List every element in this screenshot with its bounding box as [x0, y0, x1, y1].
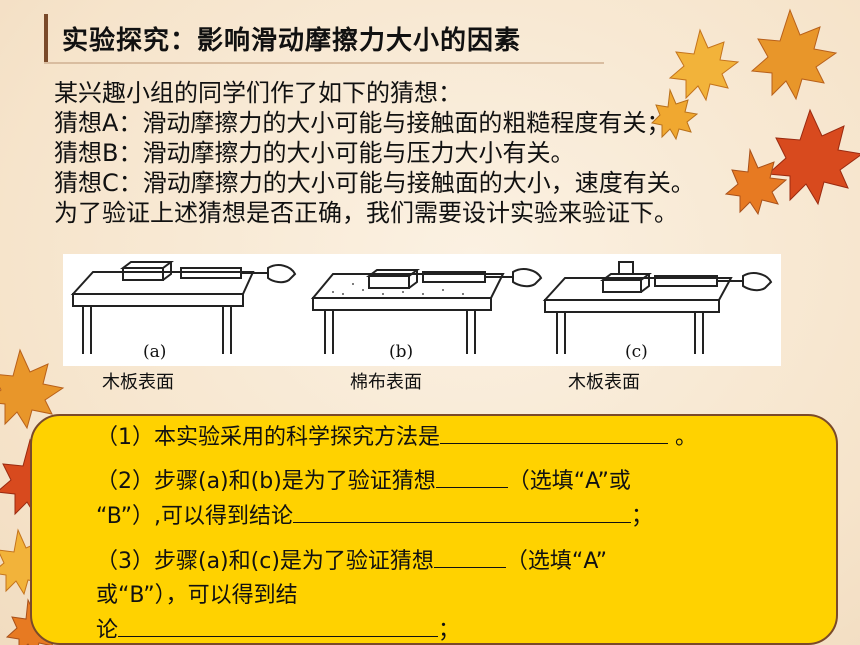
setup-c [542, 261, 773, 354]
experiment-illustration: (a) (b) (c) [63, 254, 781, 366]
question-3-text-4: 论 [96, 618, 119, 643]
figure-label-c: (c) [625, 342, 648, 362]
hypothesis-a: 猜想A：滑动摩擦力的大小可能与接触面的粗糙程度有关； [54, 109, 671, 137]
question-2-text-2: （选填“A”或 [507, 469, 631, 494]
title-underline [44, 62, 604, 64]
figure-label-b: (b) [389, 342, 414, 362]
question-2-end: ； [631, 504, 654, 529]
setup-b [310, 268, 543, 354]
setup-a [70, 261, 297, 354]
question-3: （3）步骤(a)和(c)是为了验证猜想 （选填“A” 或“B”），可以得到结 论 ； [96, 544, 816, 643]
hypothesis-b: 猜想B：滑动摩擦力的大小可能与压力大小有关。 [54, 139, 575, 167]
question-1-blank[interactable] [440, 420, 668, 444]
question-panel: （1）本实验采用的科学探究方法是 。 （2）步骤(a)和(b)是为了验证猜想 （选… [30, 414, 838, 645]
question-2-text-1: （2）步骤(a)和(b)是为了验证猜想 [96, 469, 436, 494]
caption-c: 木板表面 [568, 372, 640, 393]
question-2-blank-conclusion[interactable] [293, 499, 632, 523]
caption-b: 棉布表面 [350, 372, 422, 393]
question-2-text-3: “B”）,可以得到结论 [96, 504, 294, 529]
question-2: （2）步骤(a)和(b)是为了验证猜想 （选填“A”或 “B”）,可以得到结论 ； [96, 464, 816, 534]
question-3-blank-conclusion[interactable] [118, 613, 439, 637]
question-3-text-2: （选填“A” [505, 549, 608, 574]
question-1-text: （1）本实验采用的科学探究方法是 [96, 425, 440, 450]
hypothesis-c: 猜想C：滑动摩擦力的大小可能与接触面的大小，速度有关。 [54, 169, 695, 197]
question-2-blank-hypothesis[interactable] [435, 464, 508, 488]
question-3-text-1: （3）步骤(a)和(c)是为了验证猜想 [96, 549, 434, 574]
figure-label-a: (a) [143, 342, 167, 362]
question-1: （1）本实验采用的科学探究方法是 。 [96, 420, 816, 455]
question-3-blank-hypothesis[interactable] [433, 544, 506, 568]
slide-title: 实验探究：影响滑动摩擦力大小的因素 [62, 26, 522, 56]
caption-a: 木板表面 [102, 372, 174, 393]
question-3-end: ； [438, 618, 461, 643]
intro-conclusion: 为了验证上述猜想是否正确，我们需要设计实验来验证下。 [54, 199, 678, 227]
intro-line: 某兴趣小组的同学们作了如下的猜想： [54, 79, 462, 107]
hypothesis-text-block: 某兴趣小组的同学们作了如下的猜想： 猜想A：滑动摩擦力的大小可能与接触面的粗糙程… [54, 78, 844, 228]
question-3-line-2: 或“B”），可以得到结 [96, 583, 298, 608]
title-accent-bar [44, 14, 48, 62]
experiment-diagram [70, 261, 773, 354]
question-1-end: 。 [668, 425, 697, 450]
maple-leaf-decoration-top-right [650, 8, 860, 216]
